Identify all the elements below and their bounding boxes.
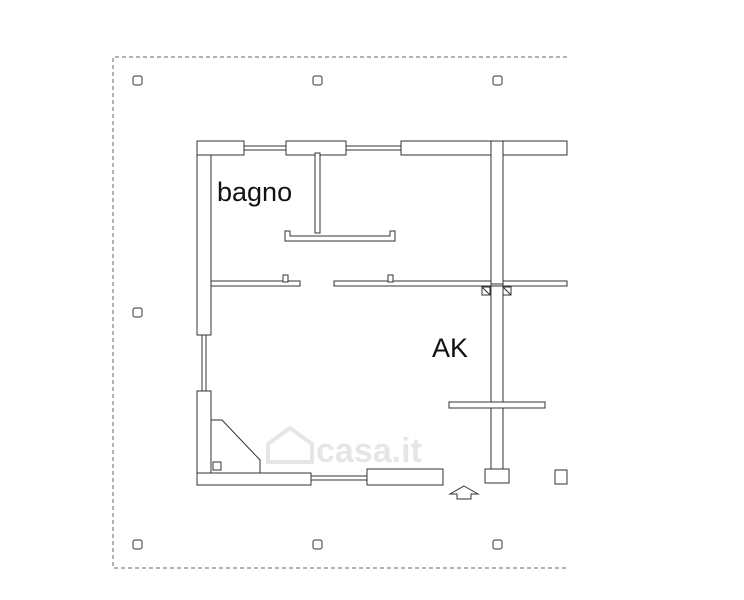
watermark: casa.it	[266, 425, 422, 470]
window-bottom	[311, 475, 367, 481]
boundary-marker	[132, 539, 143, 550]
wall-column-right-a	[490, 140, 504, 285]
walls	[196, 140, 568, 486]
wall-top-1	[196, 140, 245, 156]
window-top-1	[244, 145, 286, 151]
corner-fixture	[210, 419, 261, 474]
column-markers	[481, 286, 512, 296]
wall-right-partition	[448, 401, 546, 409]
boundary-markers	[132, 75, 503, 550]
boundary-marker	[312, 75, 323, 86]
room-label-ak: AK	[432, 333, 468, 363]
wall-stub-b	[387, 274, 394, 283]
wall-stub-a	[282, 274, 289, 283]
watermark-text: casa.it	[316, 432, 422, 470]
counter	[284, 230, 396, 242]
wall-bagno-partition	[314, 152, 321, 234]
boundary-marker	[132, 307, 143, 318]
windows	[201, 145, 401, 481]
boundary-marker	[132, 75, 143, 86]
entrance-arrow-icon	[448, 485, 480, 500]
wall-top-3	[400, 140, 568, 156]
property-boundary	[112, 56, 567, 569]
wall-far-right-stub	[554, 469, 568, 485]
wall-interior-right	[502, 280, 568, 287]
window-left	[201, 335, 207, 391]
boundary-marker	[312, 539, 323, 550]
room-label-bagno: bagno	[217, 177, 292, 207]
boundary-marker	[492, 539, 503, 550]
wall-outer-left-lower	[196, 390, 212, 486]
wall-interior-mid	[333, 280, 492, 287]
wall-outer-bottom-left	[196, 472, 312, 486]
boundary-marker	[492, 75, 503, 86]
wall-interior-left	[210, 280, 301, 287]
wall-column-right-b	[490, 285, 504, 472]
window-top-2	[346, 145, 401, 151]
wall-column-foot	[484, 468, 510, 484]
wall-outer-bottom-right	[366, 468, 444, 486]
house-icon	[266, 425, 314, 464]
wall-outer-left-upper	[196, 140, 212, 336]
